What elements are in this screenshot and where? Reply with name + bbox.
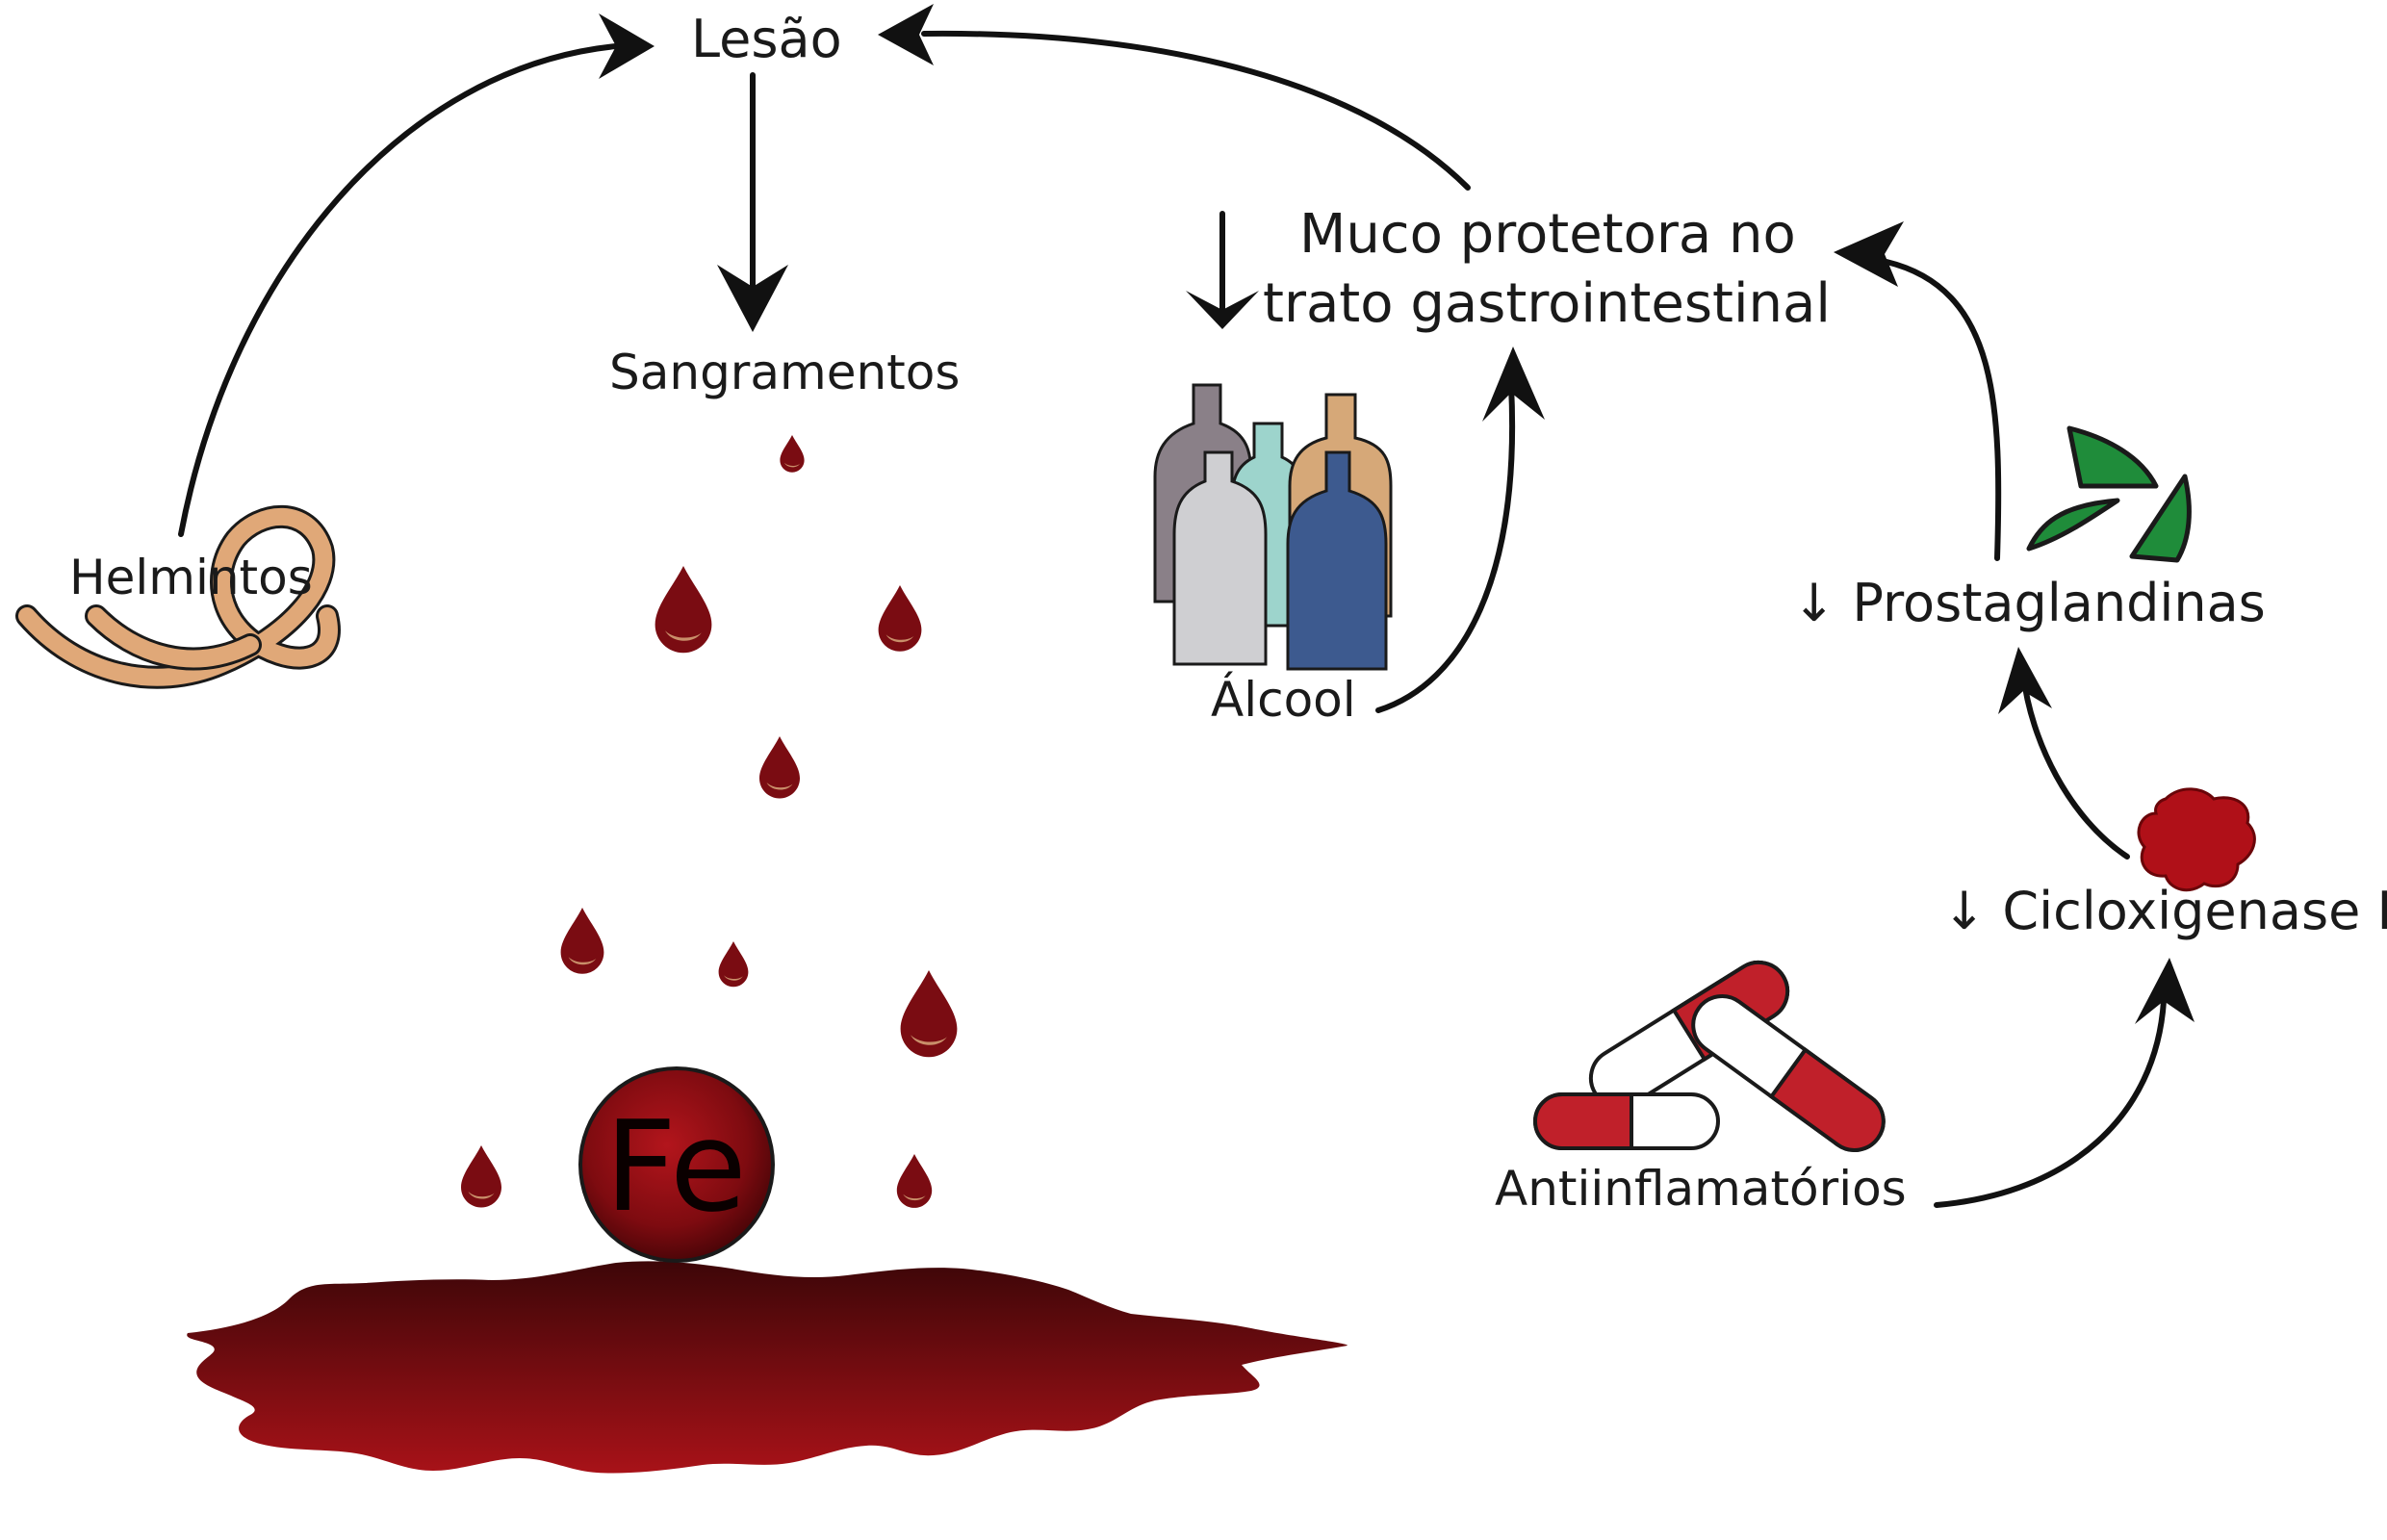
arrow-alcool-muco [1375, 382, 1515, 713]
label-alcool: Álcool [1211, 672, 1356, 728]
label-helmintos: Helmintos [69, 550, 313, 605]
capsules-icon [1533, 960, 1886, 1152]
arrow-ciclo-prost [2020, 671, 2130, 860]
label-antiinflamatorios: Antiinflamatórios [1495, 1161, 1907, 1217]
label-cicloxigenase: ↓ Cicloxigenase I [1942, 881, 2387, 941]
iron-ball-icon [578, 1066, 775, 1263]
label-prostaglandinas: ↓ Prostaglandinas [1792, 573, 2266, 633]
arrow-helmintos-lesao [178, 43, 619, 537]
arrow-prost-muco [1884, 259, 2002, 561]
enzyme-blob-icon [2137, 787, 2256, 892]
label-fe: Fe [604, 1093, 747, 1240]
label-muco-line2: trato gastrointestinal [1263, 272, 1831, 335]
leaves-icon [2026, 425, 2192, 563]
arrow-anti-ciclo [1934, 998, 2167, 1208]
blood-pool-icon [187, 1261, 1348, 1474]
bottles-icon [1153, 383, 1393, 671]
arrowheads [599, 4, 2194, 1024]
worm-icon [15, 504, 341, 689]
arrows [178, 30, 2167, 1208]
label-lesao: Lesão [691, 9, 842, 69]
label-sangramentos: Sangramentos [609, 345, 961, 400]
arrow-muco-lesao [921, 30, 1471, 191]
label-muco-line1: Muco protetora no [1299, 203, 1796, 266]
